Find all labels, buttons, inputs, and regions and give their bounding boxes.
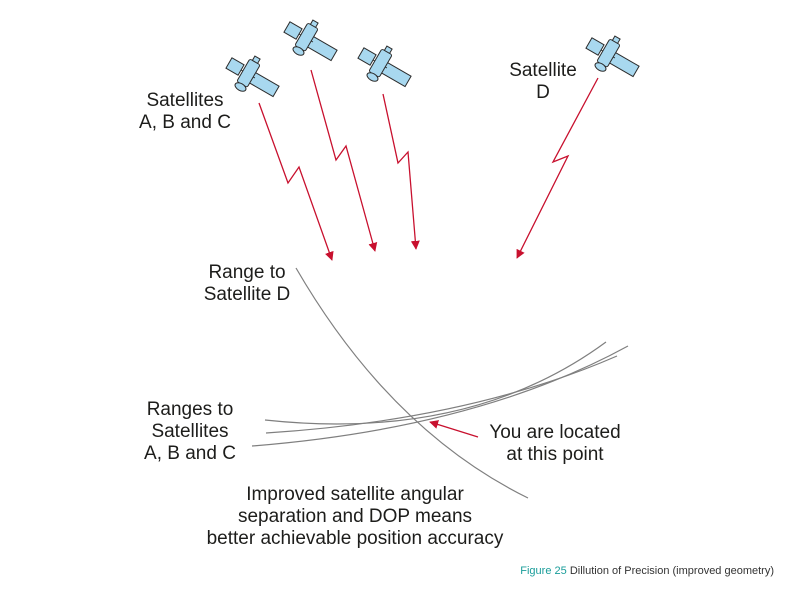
figure-caption: Figure 25 Dillution of Precision (improv… xyxy=(520,565,774,578)
ranges-to-abc-line-3: A, B and C xyxy=(144,443,236,464)
signal-arrow-c xyxy=(382,93,420,250)
satellites-abc-line-1: Satellites xyxy=(146,90,224,111)
satellite-d-line-2: D xyxy=(536,82,550,103)
range-to-d-line-2: Satellite D xyxy=(203,284,291,305)
satellite-d-line-1: Satellite xyxy=(509,60,577,81)
improved-caption-line-2: separation and DOP means xyxy=(237,506,473,527)
you-are-located-line-2: at this point xyxy=(506,444,604,465)
range-to-d-label: Range to Satellite D xyxy=(182,262,312,306)
ranges-to-abc-label: Ranges to Satellites A, B and C xyxy=(120,399,260,465)
range-curve-b xyxy=(265,355,618,434)
satellite-d-label: Satellite D xyxy=(488,60,598,104)
improved-geometry-caption: Improved satellite angular separation an… xyxy=(175,484,535,550)
ranges-to-abc-line-1: Ranges to xyxy=(146,399,234,420)
signal-arrow-a xyxy=(258,102,334,261)
satellites-abc-line-2: A, B and C xyxy=(139,112,231,133)
improved-caption-line-1: Improved satellite angular xyxy=(246,484,464,505)
range-curve-d xyxy=(295,267,529,499)
figure-title: Dillution of Precision (improved geometr… xyxy=(569,565,774,577)
range-to-d-line-1: Range to xyxy=(208,262,286,283)
signal-arrow-b xyxy=(310,69,378,252)
improved-caption-line-3: better achievable position accuracy xyxy=(206,528,504,549)
ranges-to-abc-line-2: Satellites xyxy=(151,421,229,442)
signal-arrow-d xyxy=(516,77,599,259)
satellite-b-icon xyxy=(277,10,345,72)
you-are-located-label: You are located at this point xyxy=(470,422,640,466)
range-curve-c xyxy=(251,345,629,447)
figure-number: Figure 25 xyxy=(520,565,567,577)
you-are-located-line-1: You are located xyxy=(489,422,621,443)
range-curve-a xyxy=(264,341,607,425)
satellites-abc-label: Satellites A, B and C xyxy=(120,90,250,134)
satellite-c-icon xyxy=(351,36,419,98)
location-arrow xyxy=(429,420,479,438)
